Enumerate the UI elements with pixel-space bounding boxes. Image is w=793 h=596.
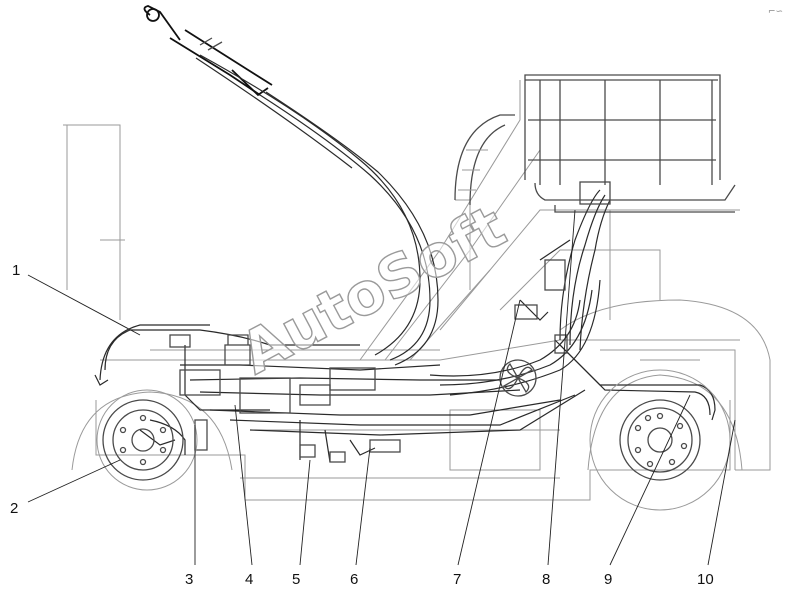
leader-10 (707, 419, 736, 566)
leader-6 (355, 447, 371, 566)
leader-7 (457, 299, 521, 566)
callout-3: 3 (185, 571, 193, 588)
cooling-fan (499, 359, 537, 397)
access-ladder (454, 114, 515, 206)
leader-1 (27, 274, 141, 336)
corner-mark: ⌐∽ (768, 7, 783, 17)
rear-wheel (589, 369, 731, 511)
hydraulic-components (169, 181, 611, 463)
leader-5 (299, 459, 311, 566)
boom-cylinder (143, 5, 273, 97)
callout-2: 2 (10, 500, 18, 517)
boom-hose-bundle (195, 54, 439, 366)
callout-5: 5 (292, 571, 300, 588)
roof-guard-rail (524, 74, 736, 213)
callout-4: 4 (245, 571, 253, 588)
hose-network (94, 189, 716, 463)
leader-2 (27, 459, 121, 503)
callout-9: 9 (604, 571, 612, 588)
front-wheel (96, 389, 198, 491)
callout-1: 1 (12, 262, 20, 279)
leader-8 (547, 209, 576, 566)
callout-8: 8 (542, 571, 550, 588)
callout-6: 6 (350, 571, 358, 588)
leader-9 (609, 394, 691, 566)
callout-numbers: 1 2 3 4 5 6 7 8 9 10 (10, 262, 714, 588)
callout-10: 10 (697, 571, 714, 588)
callout-7: 7 (453, 571, 461, 588)
leader-4 (234, 404, 253, 566)
leader-lines (27, 209, 736, 566)
